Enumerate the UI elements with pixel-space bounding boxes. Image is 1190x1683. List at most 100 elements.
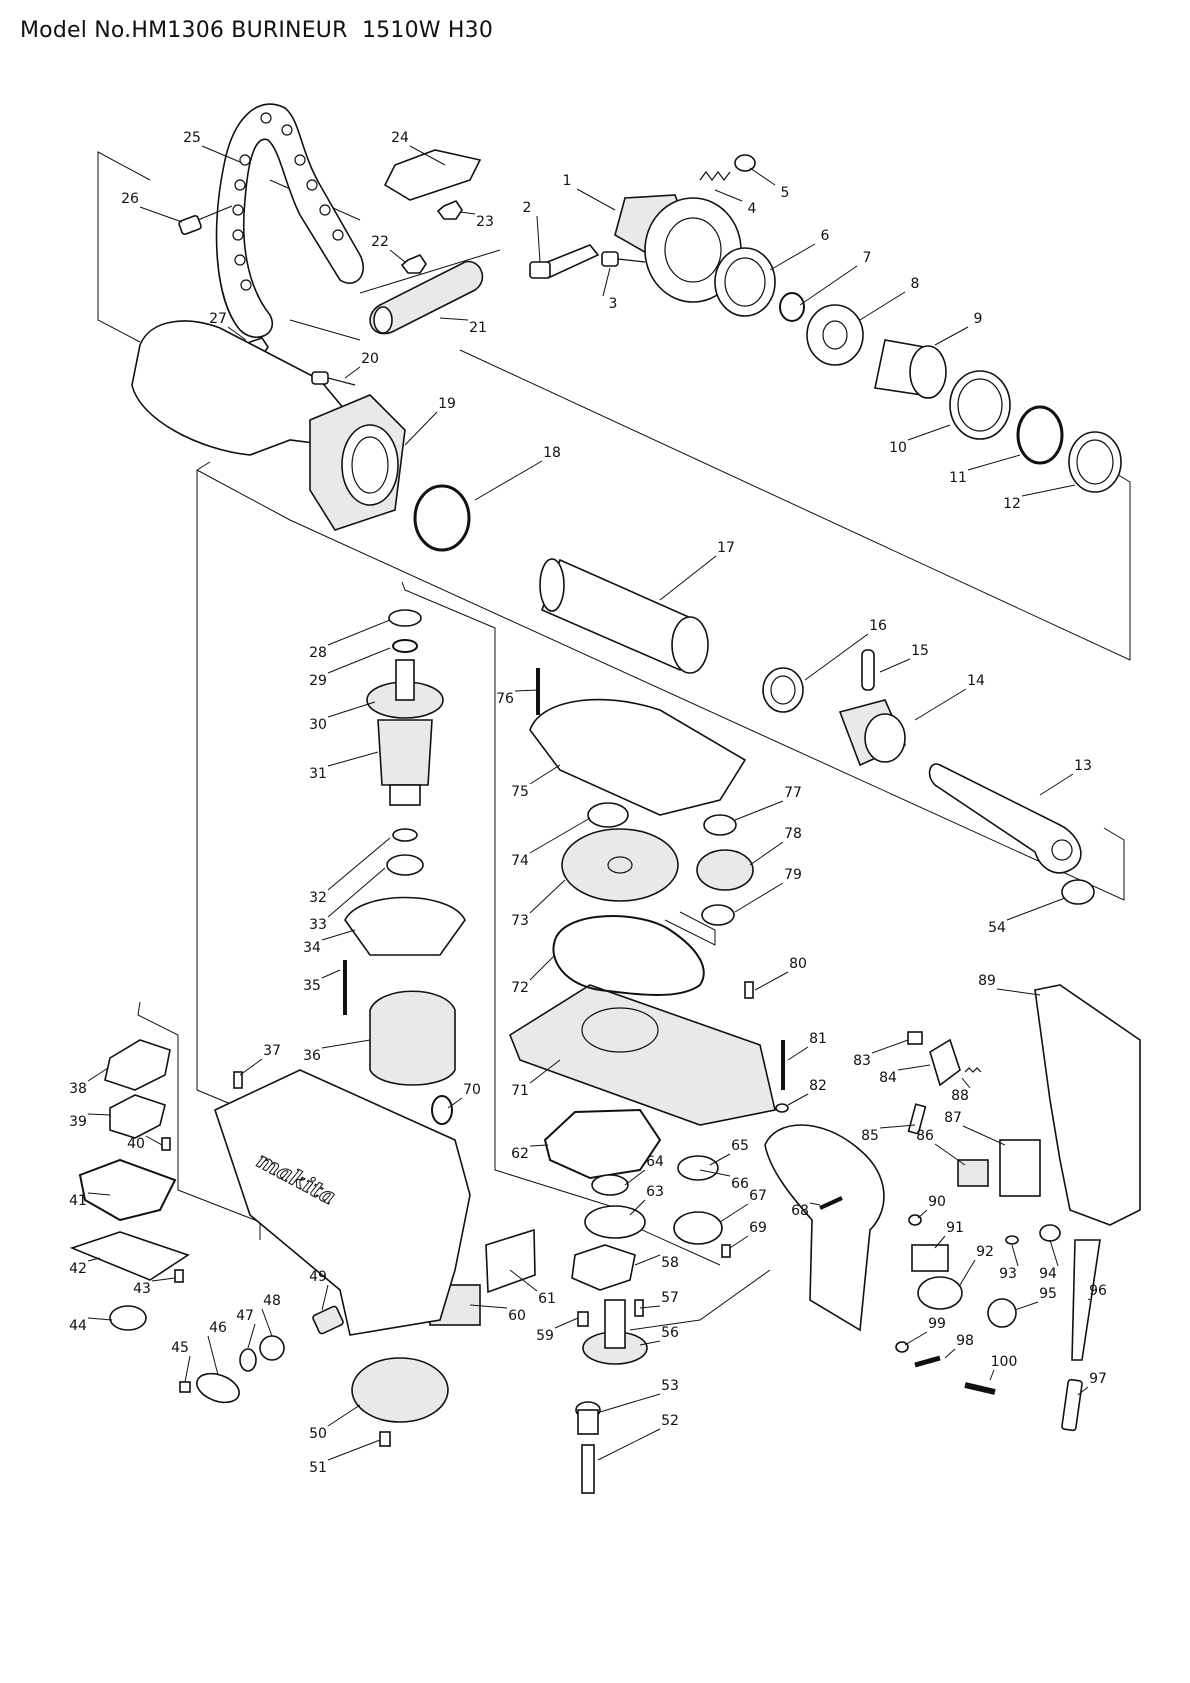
callout-38: 38 <box>69 1081 87 1097</box>
callout-44: 44 <box>69 1318 87 1334</box>
callout-96: 96 <box>1089 1283 1107 1299</box>
part-43-screw <box>174 1269 184 1283</box>
callout-83: 83 <box>853 1053 871 1069</box>
part-14-piston <box>838 699 907 767</box>
callout-89: 89 <box>978 973 996 989</box>
part-84-switch-lever <box>929 1038 961 1087</box>
part-87-holder <box>999 1139 1041 1197</box>
part-39-plate-assembly <box>109 1094 166 1139</box>
callout-62: 62 <box>511 1146 529 1162</box>
part-80-pin <box>744 981 754 999</box>
part-45-screw <box>179 1381 191 1393</box>
leader-line-40 <box>145 1135 163 1146</box>
leader-line-23 <box>459 211 476 215</box>
part-36-field <box>369 990 456 1086</box>
leader-line-35 <box>321 969 341 979</box>
callout-labels: 1234567891011121314151617181920212223242… <box>69 130 1107 1476</box>
part-67-plate <box>673 1211 723 1245</box>
callout-71: 71 <box>511 1083 529 1099</box>
callout-46: 46 <box>209 1320 227 1336</box>
callout-79: 79 <box>784 867 802 883</box>
leader-line-5 <box>749 167 776 186</box>
leader-line-41 <box>87 1192 111 1196</box>
callout-54: 54 <box>988 920 1006 936</box>
leader-line-98 <box>944 1348 956 1359</box>
callout-86: 86 <box>916 1128 934 1144</box>
part-29-circlip <box>392 639 418 653</box>
part-2-chisel-retainer <box>529 244 600 280</box>
leader-line-51 <box>327 1439 381 1461</box>
part-97-cord <box>1061 1378 1083 1432</box>
callout-84: 84 <box>879 1070 897 1086</box>
leader-line-87 <box>962 1125 1006 1146</box>
callout-leader-lines <box>87 145 1091 1461</box>
callout-21: 21 <box>469 320 487 336</box>
callout-65: 65 <box>731 1138 749 1154</box>
leader-line-36 <box>321 1039 371 1049</box>
callout-36: 36 <box>303 1048 321 1064</box>
leader-line-65 <box>709 1153 731 1166</box>
part-8-bushing <box>806 304 864 366</box>
leader-line-9 <box>934 326 969 346</box>
part-4-spring <box>699 171 731 181</box>
part-24-bracket <box>383 149 482 201</box>
leader-line-42 <box>87 1257 101 1262</box>
callout-40: 40 <box>127 1136 145 1152</box>
leader-line-99 <box>904 1331 928 1346</box>
callout-77: 77 <box>784 785 802 801</box>
part-88-spring <box>964 1067 982 1073</box>
part-73-crank-gear <box>561 828 679 902</box>
callout-43: 43 <box>133 1281 151 1297</box>
callout-53: 53 <box>661 1378 679 1394</box>
callout-24: 24 <box>391 130 409 146</box>
callout-10: 10 <box>889 440 907 456</box>
leader-line-83 <box>871 1039 909 1054</box>
callout-2: 2 <box>523 200 532 216</box>
group-bracket-lines <box>97 151 1131 1331</box>
part-5-cap <box>734 154 756 172</box>
callout-45: 45 <box>171 1340 189 1356</box>
leader-line-85 <box>879 1124 916 1129</box>
leader-line-38 <box>87 1067 109 1082</box>
part-46-cover <box>196 1372 240 1404</box>
leader-line-58 <box>634 1254 661 1266</box>
callout-78: 78 <box>784 826 802 842</box>
callout-50: 50 <box>309 1426 327 1442</box>
part-53-bushing <box>575 1401 601 1435</box>
part-65-bearing <box>677 1155 719 1181</box>
part-62-gasket <box>543 1108 662 1180</box>
leader-line-46 <box>207 1335 219 1376</box>
part-58-plate <box>571 1244 636 1291</box>
part-82-washer <box>775 1103 789 1113</box>
part-100-screw <box>964 1382 996 1395</box>
callout-29: 29 <box>309 673 327 689</box>
leader-line-47 <box>247 1323 256 1349</box>
part-28-bearing <box>388 609 422 627</box>
part-40-screw <box>161 1137 171 1151</box>
callout-7: 7 <box>863 250 872 266</box>
leader-line-100 <box>989 1369 995 1381</box>
callout-3: 3 <box>609 296 618 312</box>
leader-line-89 <box>996 988 1041 996</box>
leader-line-53 <box>599 1393 661 1413</box>
callout-32: 32 <box>309 890 327 906</box>
callout-14: 14 <box>967 673 985 689</box>
callout-97: 97 <box>1089 1371 1107 1387</box>
callout-4: 4 <box>748 201 757 217</box>
leader-line-17 <box>659 555 717 601</box>
callout-92: 92 <box>976 1244 994 1260</box>
leader-line-33 <box>327 867 386 918</box>
part-41-gasket <box>78 1158 177 1222</box>
part-37-pin <box>233 1071 243 1089</box>
part-47-washer <box>239 1348 257 1372</box>
part-30-fan <box>366 659 444 719</box>
part-79-bearing <box>701 904 735 926</box>
part-9-sleeve <box>874 339 947 399</box>
leader-line-59 <box>554 1317 579 1329</box>
part-59-key <box>577 1311 589 1327</box>
leader-line-72 <box>529 954 556 981</box>
callout-51: 51 <box>309 1460 327 1476</box>
leader-line-49 <box>321 1284 329 1311</box>
leader-line-62 <box>529 1144 549 1147</box>
